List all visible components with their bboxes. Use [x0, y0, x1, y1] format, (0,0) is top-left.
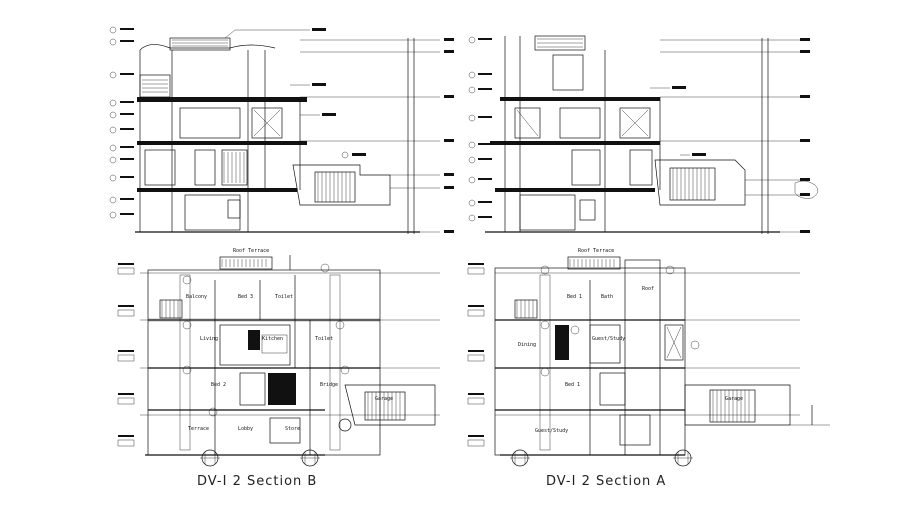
section-a-caption: DV-I 2 Section A: [546, 474, 667, 489]
label-guest-study: Guest/Study: [592, 336, 625, 342]
label-store: Store: [285, 426, 300, 432]
label-bath: Bath: [601, 294, 613, 300]
label-toilet-b: Toilet: [275, 294, 293, 300]
label-bridge: Bridge: [320, 382, 338, 388]
label-kitchen: Kitchen: [262, 336, 283, 342]
label-lobby: Lobby: [238, 426, 253, 432]
label-bed-1-lower: Bed 1: [565, 382, 580, 388]
label-roof: Roof: [642, 286, 654, 292]
label-garage-a: Garage: [725, 396, 743, 402]
label-roof-terrace-b: Roof Terrace: [233, 248, 269, 254]
section-b: Roof Terrace Balcony Bed 3 Toilet Living…: [117, 248, 440, 467]
elevation-right: [468, 35, 819, 234]
label-toilet-c: Toilet: [315, 336, 333, 342]
label-terrace: Terrace: [188, 426, 209, 432]
label-living-b: Living: [200, 336, 218, 342]
label-guest-study-lower: Guest/Study: [535, 428, 568, 434]
section-b-caption: DV-I 2 Section B: [197, 474, 318, 489]
section-a: Roof Terrace Bed 1 Bath Roof Dining Gues…: [467, 248, 830, 467]
label-garage-b: Garage: [375, 396, 393, 402]
elevation-left: [109, 26, 454, 234]
label-dining: Dining: [518, 342, 536, 348]
label-bed-1: Bed 1: [567, 294, 582, 300]
label-balcony-b: Balcony: [186, 294, 207, 300]
label-bed-3: Bed 3: [238, 294, 253, 300]
label-bed-2: Bed 2: [211, 382, 226, 388]
label-roof-terrace-a: Roof Terrace: [578, 248, 614, 254]
